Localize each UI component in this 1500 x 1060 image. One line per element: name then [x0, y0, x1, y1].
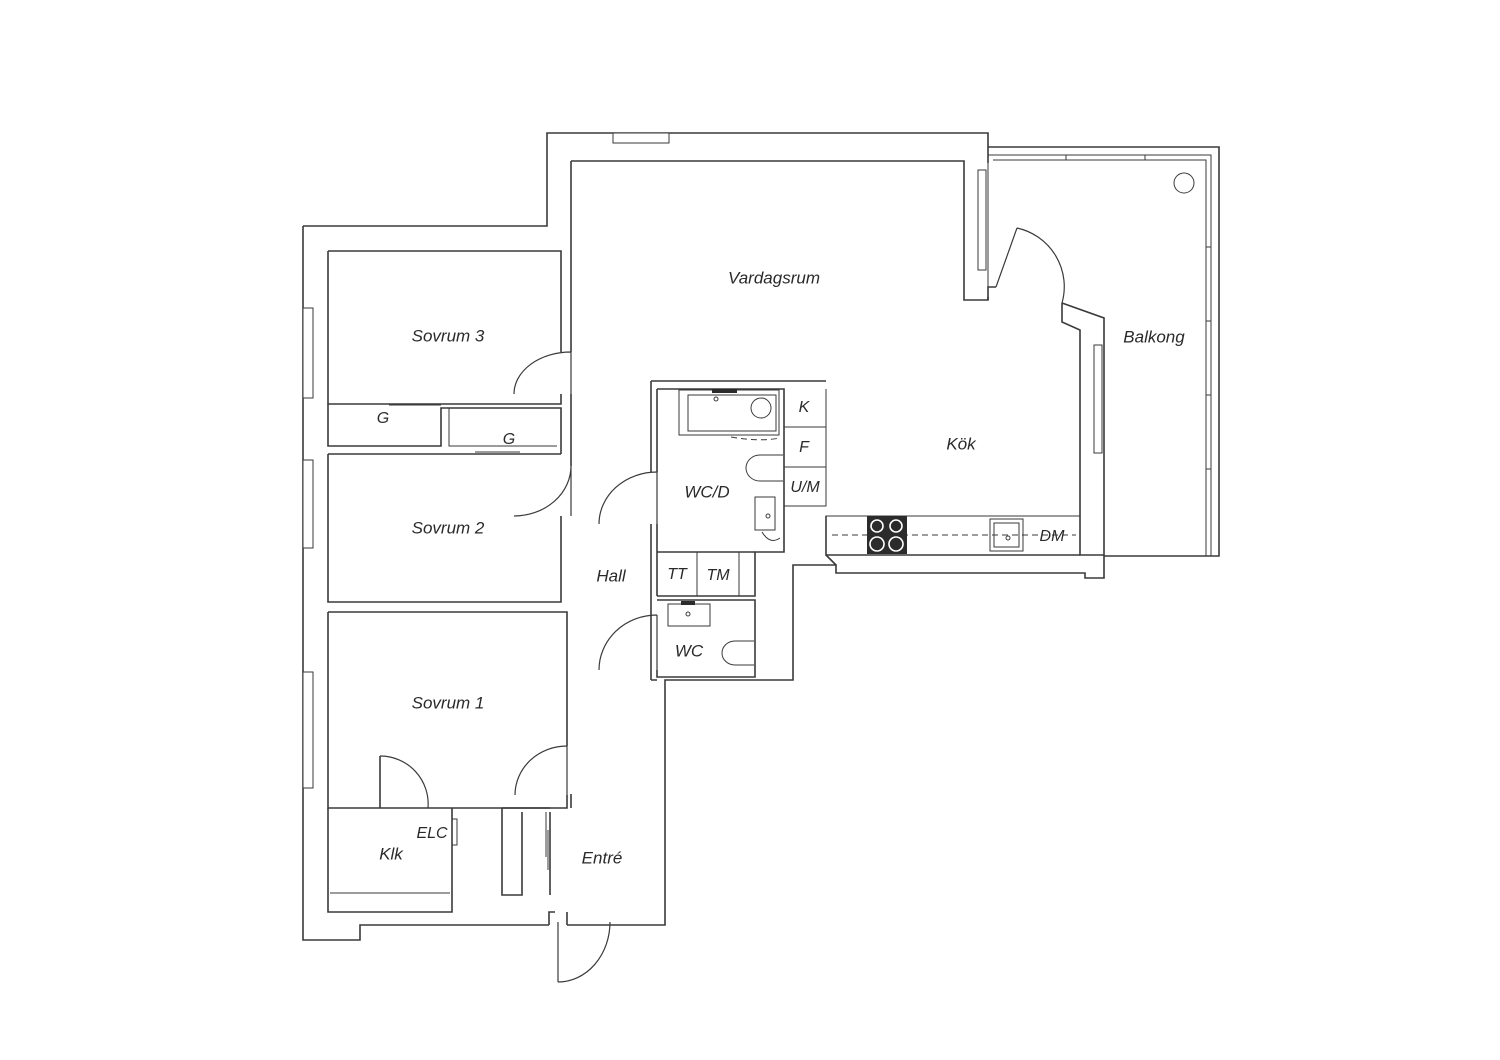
doors [379, 227, 1065, 983]
room-label-sovrum2: Sovrum 2 [412, 518, 485, 537]
room-label-sovrum1: Sovrum 1 [412, 693, 485, 712]
room-label-hall: Hall [596, 566, 627, 585]
fixture-label-electric-cabinet: ELC [416, 825, 448, 842]
room-label-wcd: WC/D [684, 482, 729, 501]
room-label-vardagsrum: Vardagsrum [728, 268, 820, 287]
fixture-label-dryer: TT [667, 566, 688, 583]
hall-walls [501, 794, 572, 925]
fixture-label-washer: TM [706, 567, 730, 584]
fixture-labels: G G K F U/M DM TT TM ELC [377, 399, 1065, 842]
balcony [977, 154, 1212, 556]
fixture-label-wardrobe-b: G [503, 431, 515, 448]
room-label-sovrum3: Sovrum 3 [412, 326, 485, 345]
fixture-label-dishwasher: DM [1040, 528, 1066, 545]
bedroom-walls [327, 250, 568, 913]
room-labels: Vardagsrum Balkong Kök Sovrum 3 Sovrum 2… [379, 268, 1185, 867]
room-label-entre: Entré [582, 848, 623, 867]
fixture-label-wardrobe-a: G [377, 410, 389, 427]
room-label-wc: WC [675, 641, 704, 660]
bathroom-block [650, 380, 827, 681]
fixture-label-fridge: K [799, 399, 811, 416]
kitchen-counter [825, 515, 1081, 556]
room-label-balkong: Balkong [1123, 327, 1185, 346]
room-label-klk: Klk [379, 844, 404, 863]
windows [302, 132, 670, 789]
fixture-label-oven: U/M [790, 479, 820, 496]
fixture-label-freezer: F [799, 439, 810, 456]
room-label-kok: Kök [946, 434, 977, 453]
